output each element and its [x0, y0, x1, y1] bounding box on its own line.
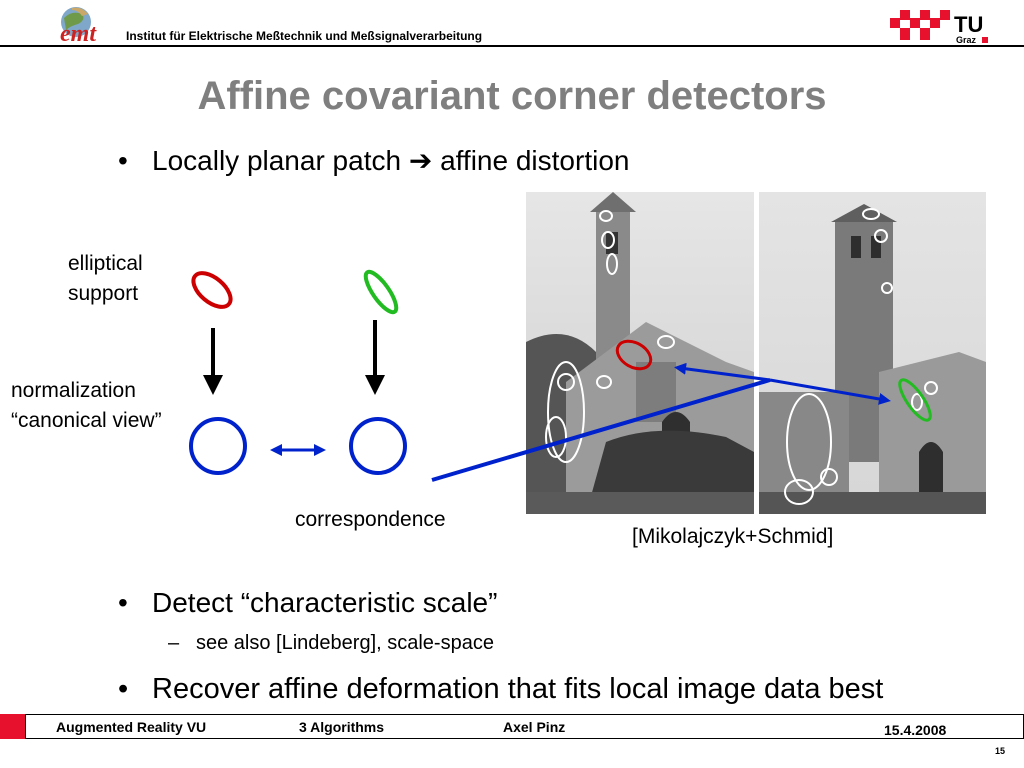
bullet-mark: • [118, 145, 128, 176]
header-divider [0, 45, 1024, 47]
arrow-right-icon: ➔ [408, 145, 433, 176]
footer-course: Augmented Reality VU [56, 719, 207, 735]
footer-red-block [0, 714, 25, 739]
emt-logo: emt [60, 7, 97, 44]
subbullet-lindeberg: –see also [Lindeberg], scale-space [168, 632, 494, 655]
bullet-text: Recover affine deformation that fits loc… [152, 673, 884, 705]
label-correspondence: correspondence [295, 508, 446, 531]
tu-logo-sub: Graz [956, 35, 977, 45]
label-line: normalization [11, 379, 136, 402]
label-normalization: normalization “canonical view” [11, 376, 162, 436]
red-ellipse [191, 271, 233, 309]
bullet-text-before: Locally planar patch [152, 145, 409, 176]
label-elliptical-support: elliptical support [68, 249, 143, 309]
tu-graz-logo: TU Graz [890, 10, 988, 45]
footer-author: Axel Pinz [503, 719, 566, 735]
bullet-characteristic-scale: • Detect “characteristic scale” [118, 587, 497, 619]
canonical-circle-left [189, 417, 247, 475]
bullet-text-after: affine distortion [432, 145, 630, 176]
bullet-mark: • [118, 673, 129, 705]
church-photo-right [759, 192, 986, 514]
emt-logo-text: emt [60, 21, 97, 44]
footer-date: 15.4.2008 [884, 722, 947, 738]
citation: [Mikolajczyk+Schmid] [632, 525, 834, 548]
canonical-circle-right [349, 417, 407, 475]
dash-mark: – [168, 632, 180, 654]
page-number: 15 [995, 746, 1006, 756]
slide-title: Affine covariant corner detectors [197, 74, 827, 118]
church-photo-left [526, 192, 754, 514]
bullet-planar-patch: • Locally planar patch ➔ affine distortio… [118, 144, 629, 177]
green-ellipse [363, 269, 399, 315]
bullet-affine-deformation: • Recover affine deformation that fits lo… [118, 673, 883, 706]
footer-bar [25, 714, 1024, 739]
bullet-text: Detect “characteristic scale” [152, 587, 498, 618]
subbullet-text: see also [Lindeberg], scale-space [196, 632, 494, 654]
tu-logo-main: TU [954, 12, 983, 37]
footer-chapter: 3 Algorithms [299, 719, 385, 735]
label-line: “canonical view” [11, 409, 162, 432]
institute-name: Institut für Elektrische Meßtechnik und … [126, 29, 483, 43]
bullet-mark: • [118, 587, 128, 618]
label-line: elliptical [68, 252, 143, 275]
label-line: support [68, 282, 139, 305]
